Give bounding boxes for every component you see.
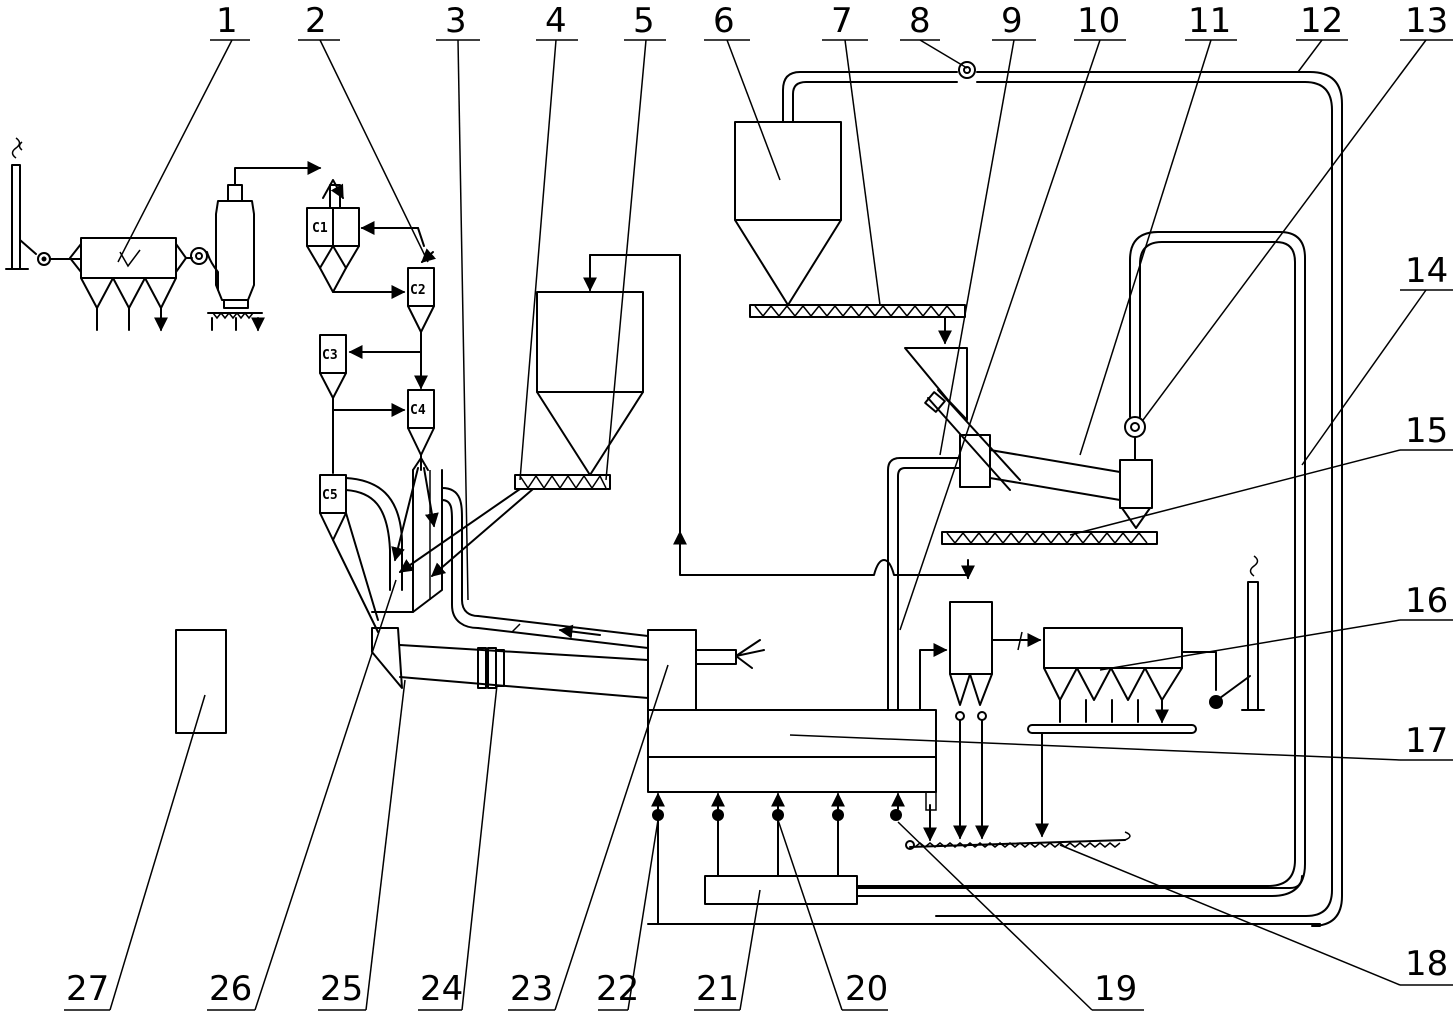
coal-bin — [734, 121, 966, 345]
cyclone-label: C4 — [410, 403, 426, 418]
cyclone-label: C3 — [322, 348, 338, 363]
cyclone-labels: C1 C2 C3 C4 C5 — [312, 221, 426, 503]
clinker-conveyor — [905, 831, 1131, 850]
part-number-12: 12 — [1300, 1, 1343, 41]
part-number-22: 22 — [596, 969, 639, 1009]
clinker-cooler — [647, 709, 937, 925]
cooling-fans — [651, 792, 905, 821]
conditioning-tower — [207, 161, 322, 330]
part-number-25: 25 — [320, 969, 363, 1009]
part-number-9: 9 — [1001, 1, 1023, 41]
control-room-box — [175, 629, 227, 734]
part-number-16: 16 — [1405, 581, 1448, 621]
conveying-air-loop-inner — [856, 231, 1306, 897]
part-number-15: 15 — [1405, 411, 1448, 451]
part-number-17: 17 — [1405, 721, 1448, 761]
cyclone-label: C1 — [312, 221, 328, 236]
part-number-18: 18 — [1405, 944, 1448, 984]
kiln-hood-burner — [647, 629, 765, 711]
part-number-23: 23 — [510, 969, 553, 1009]
rotary-kiln — [399, 644, 649, 699]
part-numbers-top: 1 2 3 4 5 6 7 8 9 10 11 12 13 — [216, 1, 1448, 41]
coal-mill — [887, 347, 1153, 711]
part-number-6: 6 — [713, 1, 735, 41]
calciner — [332, 454, 479, 689]
part-number-2: 2 — [305, 1, 327, 41]
part-number-11: 11 — [1188, 1, 1231, 41]
preheater-tower — [306, 179, 437, 591]
part-numbers-right: 14 15 16 17 18 — [1405, 251, 1448, 984]
cooler-dust-collector — [919, 601, 1251, 840]
part-number-24: 24 — [420, 969, 463, 1009]
part-number-20: 20 — [845, 969, 888, 1009]
cyclone-label: C5 — [322, 488, 338, 503]
coal-powder-feeder — [941, 531, 1158, 545]
part-number-5: 5 — [633, 1, 655, 41]
bag-filter-1 — [69, 237, 219, 330]
part-numbers-bottom: 27 26 25 24 23 22 21 20 19 — [66, 969, 1137, 1009]
raw-meal-bin — [398, 254, 975, 580]
part-number-13: 13 — [1405, 1, 1448, 41]
cyclone-label: C2 — [410, 283, 426, 298]
part-number-10: 10 — [1077, 1, 1120, 41]
part-number-3: 3 — [445, 1, 467, 41]
part-number-7: 7 — [831, 1, 853, 41]
part-number-8: 8 — [909, 1, 931, 41]
part-number-26: 26 — [209, 969, 252, 1009]
leader-lines — [64, 39, 1453, 1011]
part-number-4: 4 — [545, 1, 567, 41]
part-number-1: 1 — [216, 1, 238, 41]
exhaust-stack-left — [5, 137, 81, 270]
tertiary-air-duct — [477, 615, 649, 649]
part-number-14: 14 — [1405, 251, 1448, 291]
conveying-air-loop-outer — [782, 61, 1343, 927]
part-number-21: 21 — [696, 969, 739, 1009]
exhaust-stack-right — [1241, 555, 1265, 711]
part-number-27: 27 — [66, 969, 109, 1009]
part-number-19: 19 — [1094, 969, 1137, 1009]
